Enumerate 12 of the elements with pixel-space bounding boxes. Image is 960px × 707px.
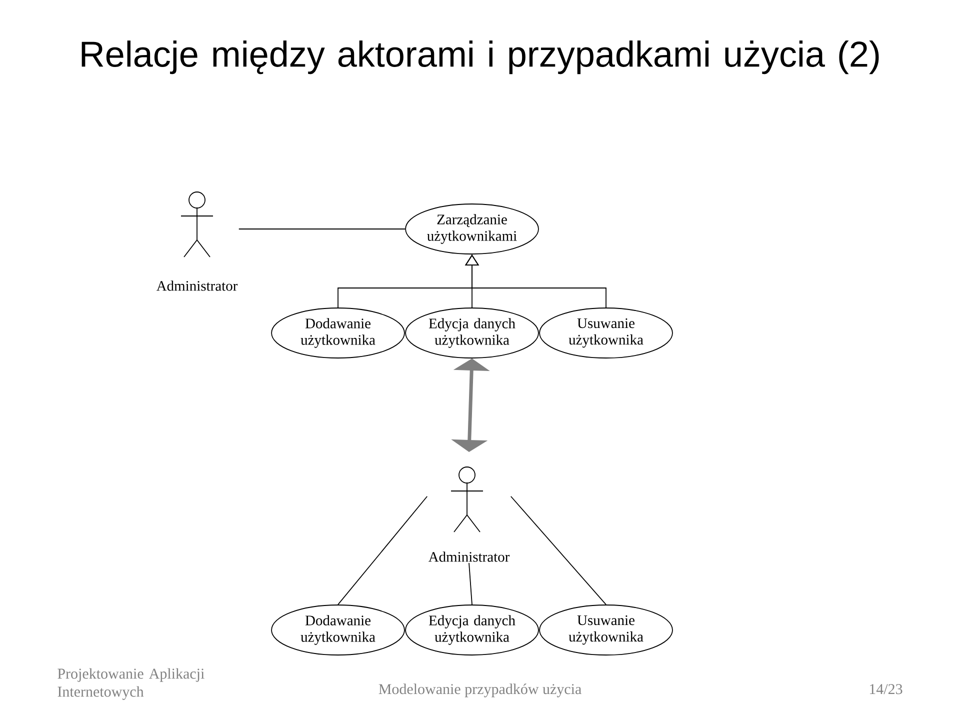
association-line — [510, 496, 606, 605]
footer-text: 14/23 — [870, 684, 902, 694]
actor: Administrator — [428, 466, 510, 562]
association-line — [338, 496, 428, 605]
actor: Administrator — [156, 192, 238, 291]
footer-text: Projektowanie Aplikacji Internetowych — [58, 668, 204, 700]
association-line — [238, 228, 406, 230]
title: Relacje między aktorami i przypadkami użycia (2) — [82, 40, 879, 74]
association-line — [468, 562, 472, 605]
node-label: Administrator — [428, 552, 510, 562]
node-label: Administrator — [156, 280, 238, 291]
footer-text: Modelowanie przypadków użycia — [378, 684, 582, 698]
